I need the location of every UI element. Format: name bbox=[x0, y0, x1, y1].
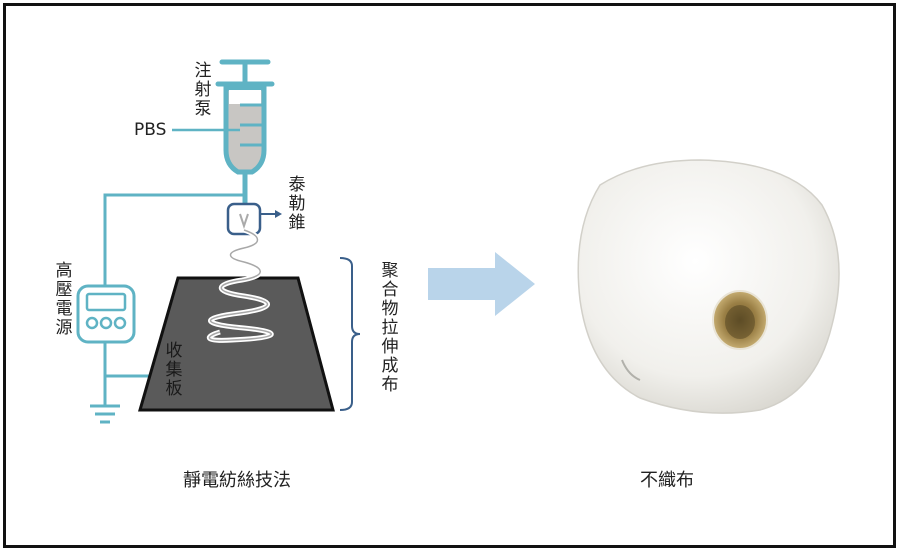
taylor-cone-pointer-arrowhead bbox=[275, 210, 282, 218]
power-supply-display bbox=[85, 292, 127, 312]
pbs-label: PBS bbox=[134, 120, 167, 140]
right-caption: 不織布 bbox=[640, 470, 694, 491]
taylor-cone bbox=[239, 213, 249, 230]
power-supply-knobs bbox=[85, 316, 127, 330]
wiring bbox=[103, 193, 245, 405]
process-arrow bbox=[428, 252, 535, 316]
left-caption: 靜電紡絲技法 bbox=[183, 470, 291, 491]
nonwoven-roll bbox=[577, 159, 840, 414]
roll-core bbox=[712, 290, 768, 350]
syringe-pump-label: 注射泵 bbox=[194, 61, 212, 119]
syringe-graduations bbox=[240, 103, 262, 147]
syringe-barrel bbox=[223, 85, 267, 175]
figure-frame bbox=[3, 3, 896, 548]
high-voltage-label: 高壓電源 bbox=[55, 261, 73, 338]
syringe bbox=[215, 59, 275, 87]
nonwoven-bracket bbox=[339, 257, 361, 411]
ground-symbol bbox=[90, 404, 120, 424]
syringe-barrel-air bbox=[229, 90, 261, 104]
nonwoven-process-label: 聚合物拉伸成布 bbox=[381, 261, 399, 395]
taylor-cone-label: 泰勒錐 bbox=[288, 175, 306, 233]
taylor-cone-box bbox=[226, 202, 262, 236]
polymer-jet-outline bbox=[208, 229, 272, 342]
collector-label: 收集板 bbox=[165, 341, 183, 399]
collector-plate bbox=[138, 276, 335, 412]
